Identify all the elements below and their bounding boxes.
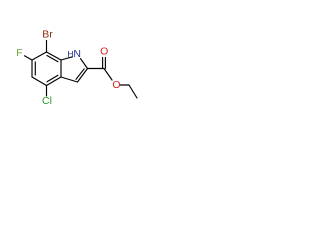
bond-c2-c3 bbox=[76, 67, 89, 83]
bond-c6-c7 bbox=[31, 51, 48, 61]
double-bond-c3a-c4-inner bbox=[46, 74, 59, 83]
atom-ester-oxygen: O bbox=[112, 79, 120, 91]
double-bond-c2-c3-inner bbox=[75, 68, 85, 80]
bond-c4-c5 bbox=[31, 76, 48, 87]
bond-c7a-n1 bbox=[60, 56, 74, 61]
bond-n1-c2 bbox=[79, 58, 89, 70]
bond-c3a-c4 bbox=[45, 76, 62, 87]
atom-nitrogen: N bbox=[73, 48, 81, 60]
bond-c6-f bbox=[23, 55, 33, 61]
atom-bromine: Br bbox=[42, 29, 53, 41]
bond-c3-c3a bbox=[60, 76, 79, 83]
atom-carbonyl-oxygen: O bbox=[100, 46, 108, 58]
molecule-diagram: Br F Cl N H O O bbox=[16, 29, 138, 107]
double-bond-c7-c7a-inner bbox=[46, 54, 59, 63]
bond-c7-c7a bbox=[45, 51, 62, 61]
bond-ch2-ch3 bbox=[128, 84, 138, 99]
atom-chlorine: Cl bbox=[42, 95, 52, 107]
atom-fluorine: F bbox=[16, 47, 22, 59]
chemical-structure-canvas: Br F Cl N H O O bbox=[0, 0, 152, 152]
atom-nitrogen-hydrogen: H bbox=[67, 49, 73, 59]
bond-carbonyl-c-ester-o bbox=[103, 67, 113, 81]
